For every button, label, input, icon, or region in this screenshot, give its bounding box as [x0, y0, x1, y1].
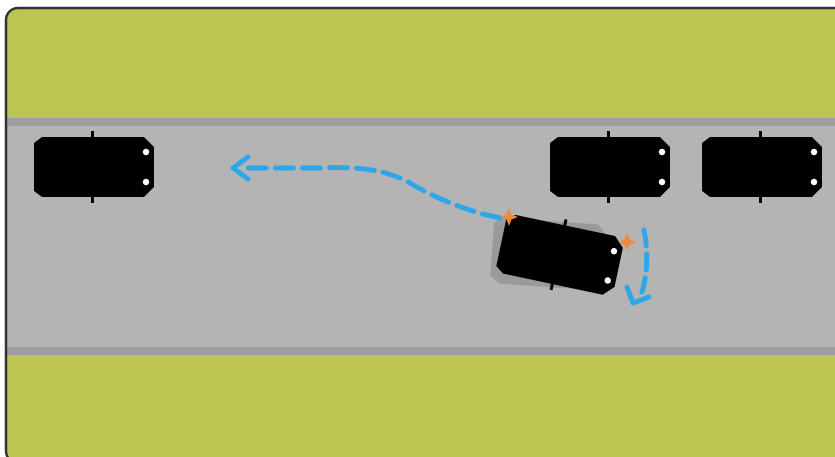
grass-bottom: [0, 355, 835, 457]
road-edge-bottom: [0, 347, 835, 355]
road-edge-top: [0, 118, 835, 126]
parked-car-right-front: [550, 131, 670, 203]
parked-car-left: [34, 131, 154, 203]
parked-car-right-rear: [702, 131, 822, 203]
grass-top: [0, 0, 835, 120]
